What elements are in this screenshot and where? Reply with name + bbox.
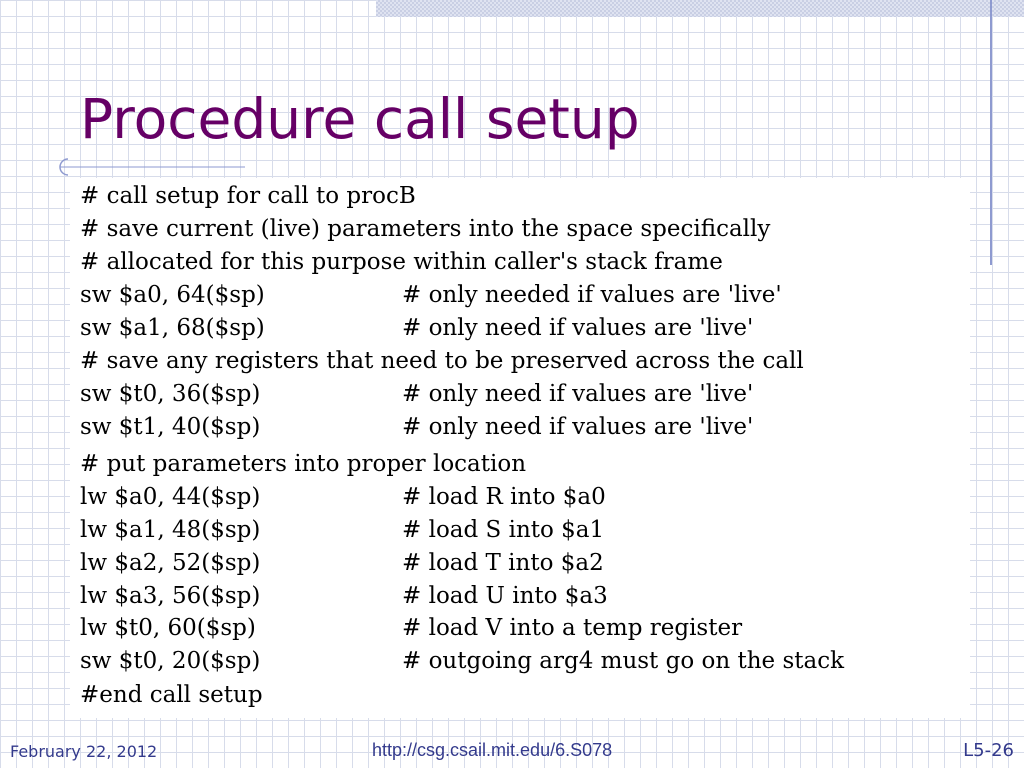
code-comment: # only need if values are 'live'	[402, 414, 754, 440]
code-listing: # call setup for call to procB # save cu…	[70, 178, 970, 718]
code-instruction: #end call setup	[80, 682, 263, 708]
code-instruction: lw $a1, 48($sp)	[80, 517, 261, 543]
code-instruction: lw $t0, 60($sp)	[80, 615, 256, 641]
code-instruction: # allocated for this purpose within call…	[80, 249, 723, 275]
code-instruction: sw $t1, 40($sp)	[80, 414, 261, 440]
code-line: # save any registers that need to be pre…	[80, 345, 804, 377]
code-line: lw $t0, 60($sp) # load V into a temp regi…	[80, 612, 742, 644]
code-instruction: # put parameters into proper location	[80, 451, 527, 477]
code-line: sw $t1, 40($sp) # only need if values are…	[80, 411, 753, 443]
code-instruction: lw $a3, 56($sp)	[80, 583, 261, 609]
code-line: sw $t0, 20($sp) # outgoing arg4 must go o…	[80, 645, 844, 677]
code-line: sw $a1, 68($sp) # only need if values are…	[80, 312, 753, 344]
code-line: lw $a1, 48($sp) # load S into $a1	[80, 514, 604, 546]
code-instruction: sw $t0, 36($sp)	[80, 381, 261, 407]
code-comment: # load R into $a0	[402, 484, 606, 510]
code-comment: # only need if values are 'live'	[402, 381, 754, 407]
top-decorative-band	[376, 0, 1024, 17]
code-line: sw $a0, 64($sp) # only needed if values a…	[80, 279, 782, 311]
code-line: #end call setup	[80, 679, 402, 711]
code-comment: # outgoing arg4 must go on the stack	[402, 648, 845, 674]
code-instruction: sw $a1, 68($sp)	[80, 315, 265, 341]
code-comment: # only needed if values are 'live'	[402, 282, 782, 308]
code-comment: # load T into $a2	[402, 550, 604, 576]
code-instruction: # save current (live) parameters into th…	[80, 216, 771, 242]
code-line: sw $t0, 36($sp) # only need if values are…	[80, 378, 753, 410]
code-instruction: # save any registers that need to be pre…	[80, 348, 804, 374]
code-comment: # load U into $a3	[402, 583, 608, 609]
code-line: lw $a3, 56($sp) # load U into $a3	[80, 580, 608, 612]
slide-title: Procedure call setup	[80, 87, 640, 151]
code-instruction: sw $t0, 20($sp)	[80, 648, 261, 674]
code-line: # put parameters into proper location	[80, 448, 527, 480]
code-instruction: lw $a0, 44($sp)	[80, 484, 261, 510]
footer-date: February 22, 2012	[10, 742, 158, 761]
code-comment: # load V into a temp register	[402, 615, 743, 641]
footer-url[interactable]: http://csg.csail.mit.edu/6.S078	[372, 740, 613, 760]
code-comment: # load S into $a1	[402, 517, 605, 543]
footer-page-number: L5-26	[963, 740, 1014, 761]
right-decorative-line	[990, 0, 992, 265]
code-comment: # only need if values are 'live'	[402, 315, 754, 341]
code-line: # save current (live) parameters into th…	[80, 213, 771, 245]
title-underline-decoration	[59, 158, 245, 176]
code-instruction: # call setup for call to procB	[80, 183, 416, 209]
code-line: lw $a0, 44($sp) # load R into $a0	[80, 481, 606, 513]
code-instruction: lw $a2, 52($sp)	[80, 550, 261, 576]
code-line: lw $a2, 52($sp) # load T into $a2	[80, 547, 604, 579]
code-line: # call setup for call to procB	[80, 180, 416, 212]
code-line: # allocated for this purpose within call…	[80, 246, 723, 278]
code-instruction: sw $a0, 64($sp)	[80, 282, 265, 308]
